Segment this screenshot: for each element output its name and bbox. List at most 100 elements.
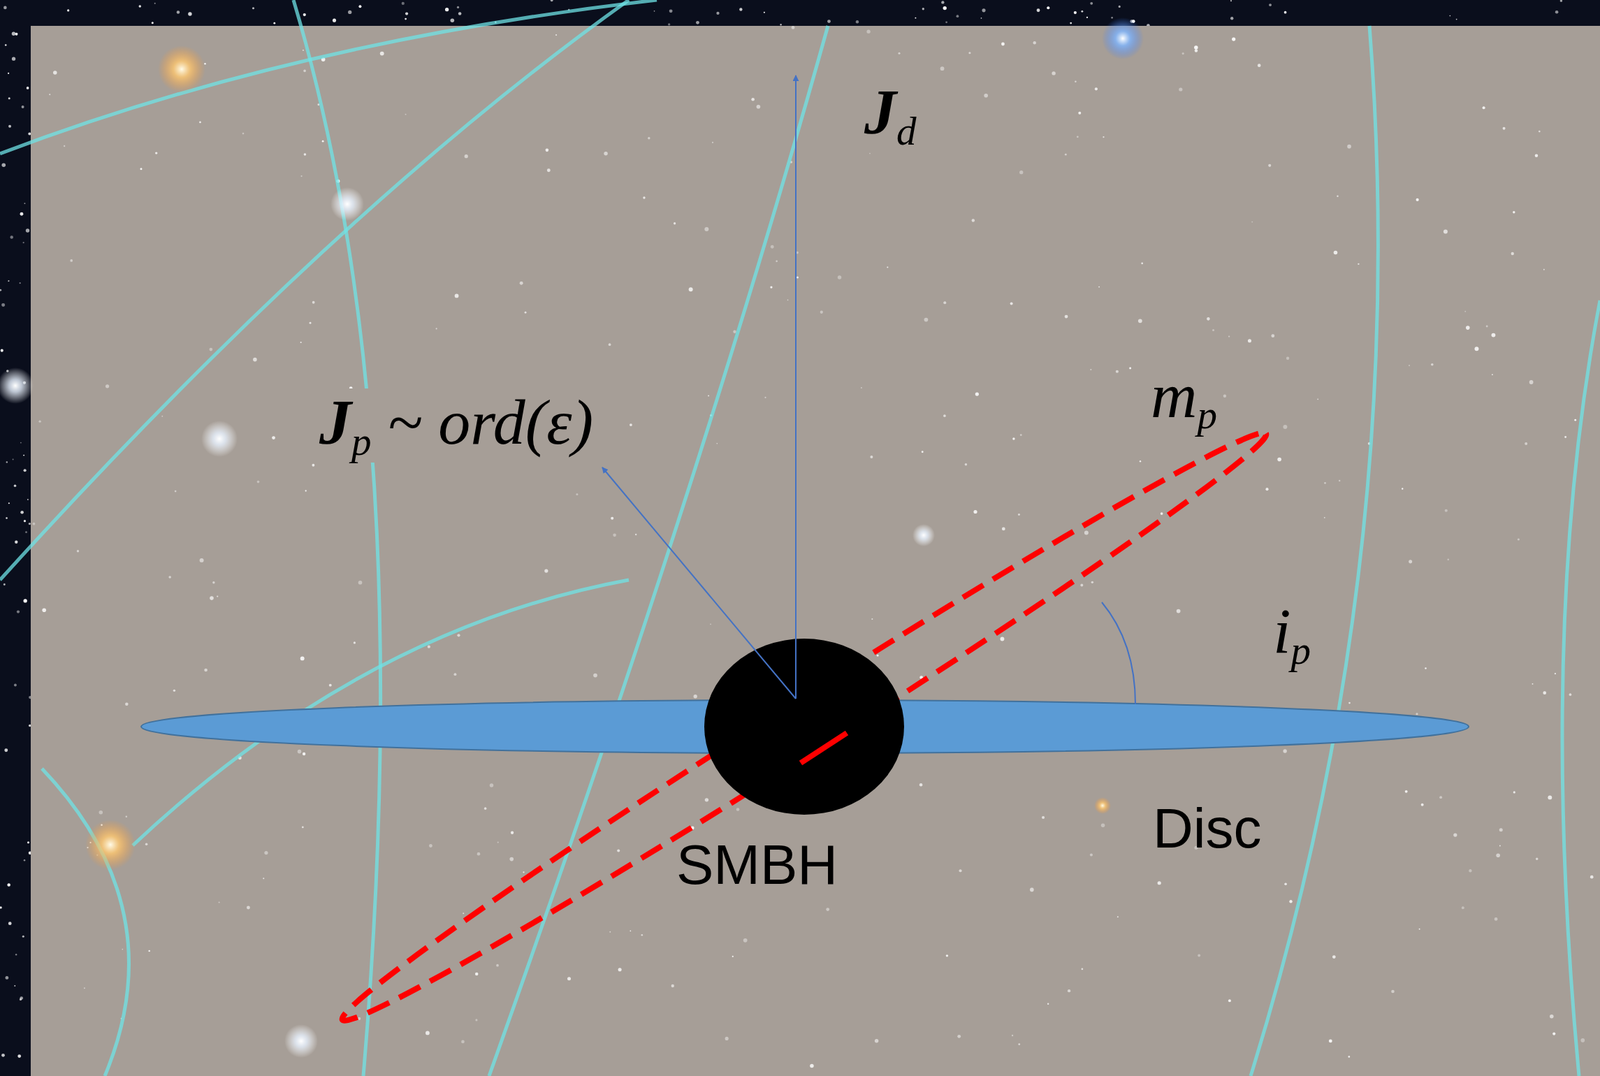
star	[1257, 63, 1262, 68]
star	[874, 1038, 879, 1043]
star	[475, 1018, 478, 1021]
star	[25, 531, 28, 534]
star	[242, 132, 245, 135]
star	[1139, 460, 1141, 462]
star	[1464, 310, 1466, 313]
star	[1089, 368, 1092, 371]
star	[1347, 1055, 1350, 1058]
star	[1491, 333, 1496, 338]
star	[1482, 106, 1486, 109]
star	[161, 415, 163, 418]
star	[302, 49, 304, 52]
star	[1419, 928, 1421, 930]
star	[27, 841, 30, 844]
star	[405, 11, 409, 15]
star	[209, 595, 214, 601]
star	[25, 228, 30, 232]
star	[1000, 637, 1005, 642]
star	[1001, 42, 1005, 47]
star	[1, 162, 6, 167]
star	[943, 6, 947, 10]
star	[23, 202, 26, 205]
star	[1268, 3, 1272, 7]
star	[1535, 153, 1539, 158]
star	[1560, 0, 1563, 3]
star	[1529, 380, 1534, 385]
star	[14, 540, 18, 544]
star	[1115, 370, 1119, 374]
star	[1333, 250, 1338, 256]
star	[1247, 338, 1252, 343]
star	[787, 299, 789, 302]
star	[1194, 48, 1198, 52]
star	[1465, 325, 1471, 330]
star	[1178, 87, 1183, 91]
star	[19, 282, 21, 284]
star	[1067, 989, 1071, 993]
star	[1324, 517, 1326, 519]
star	[946, 954, 949, 957]
star	[1543, 268, 1545, 271]
star	[21, 105, 25, 109]
star	[1129, 366, 1132, 369]
star	[1532, 683, 1534, 685]
star	[1011, 1034, 1014, 1037]
orbit-arc	[0, 0, 629, 580]
star	[1020, 433, 1023, 436]
star	[309, 322, 312, 325]
star	[497, 841, 499, 843]
star	[1080, 584, 1083, 587]
star	[5, 517, 8, 520]
star	[173, 689, 176, 692]
star	[401, 2, 405, 5]
star	[4, 44, 7, 47]
star	[11, 57, 16, 61]
star	[956, 14, 960, 18]
star	[405, 113, 407, 116]
star	[1456, 18, 1458, 21]
inclination-angle-arc	[1101, 602, 1136, 705]
star	[8, 921, 12, 926]
star	[980, 17, 983, 19]
star	[1064, 153, 1067, 156]
star	[6, 883, 11, 887]
star	[770, 245, 775, 249]
star	[779, 23, 782, 26]
star	[358, 4, 362, 8]
star	[1230, 16, 1234, 20]
star	[1348, 702, 1351, 705]
star	[736, 807, 740, 812]
star	[510, 831, 514, 835]
star	[453, 672, 457, 676]
star	[212, 581, 215, 584]
star	[1, 1053, 5, 1058]
star	[743, 938, 748, 943]
star	[301, 825, 304, 828]
star	[1511, 252, 1515, 256]
star	[428, 844, 433, 848]
star	[1277, 457, 1282, 462]
star	[1084, 530, 1089, 535]
star	[1549, 1014, 1554, 1019]
star	[1391, 990, 1395, 994]
star	[252, 357, 258, 362]
star	[3, 6, 7, 10]
star	[1101, 17, 1144, 60]
star	[187, 11, 192, 16]
star	[28, 724, 32, 728]
star	[869, 153, 871, 155]
star	[919, 783, 923, 787]
star	[1098, 286, 1100, 288]
star	[3, 583, 6, 586]
star	[732, 955, 734, 958]
star	[547, 168, 551, 172]
star	[273, 22, 276, 25]
star	[23, 241, 25, 244]
star	[550, 0, 554, 2]
inclination-label: ip	[1270, 597, 1314, 672]
star	[1110, 16, 1114, 19]
